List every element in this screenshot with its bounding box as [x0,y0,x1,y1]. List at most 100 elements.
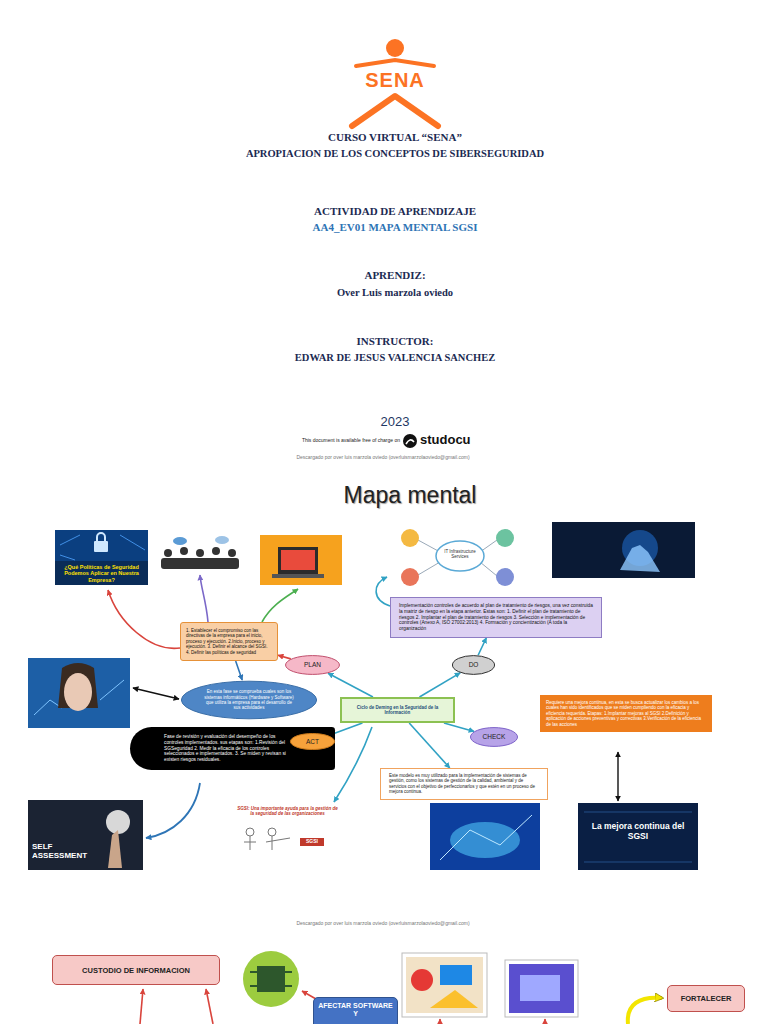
phase-ellipse: DO [452,655,495,675]
sketch-figure [268,828,276,836]
phase-box: 1. Establecer el compromiso con las dire… [180,622,278,661]
grid-lines [584,812,692,862]
infographic-center [436,541,484,571]
activity-code: AA4_EV01 MAPA MENTAL SGSI [190,221,600,234]
leader-arrow [334,727,372,802]
leader-arrow [439,1019,441,1024]
studocu-icon [403,434,417,448]
year: 2023 [345,415,445,430]
sgsi-sketch [232,805,343,855]
connector [236,661,243,680]
course-heading: APROPIACION DE LOS CONCEPTOS DE SIBERSEG… [170,148,620,160]
diagram-title: Mapa mental [290,482,530,508]
field-heading: INSTRUCTOR: [190,335,600,348]
ellipse-shape [181,681,316,719]
node-text: CUSTODIO DE INFORMACION [59,966,213,975]
leader-arrow [544,1019,546,1024]
picture-shape [440,965,472,985]
connector [328,673,373,697]
leader-arrow [146,783,200,838]
connector [278,655,291,659]
leader-arrow [262,589,298,622]
speech-bubble [215,536,229,544]
picture-shape [430,990,478,1008]
field-heading: APRENDIZ: [190,269,600,282]
logo-wordmark: SENA [345,69,445,92]
download-notice: Descargado por over luis marzola oviedo … [180,455,586,461]
node-text: ACT [294,738,331,746]
team-picture [155,535,245,570]
infographic-bubble [496,568,514,586]
phase-ellipse: ACT [290,733,335,750]
continuous-improvement-photo [578,803,698,870]
picture-frame [505,960,578,1017]
course-heading: CURSO VIRTUAL “SENA” [190,131,600,144]
woman-photo [28,658,130,728]
people-bodies [161,558,239,569]
phase-ellipse: PLAN [285,655,340,675]
caption-band [55,561,148,585]
infographic-bubble [401,529,419,547]
hand-shape [620,545,660,572]
picture-frame [402,953,487,1017]
colorful-picture [406,957,483,1013]
digital-hand-photo [552,522,695,578]
picture-caption: SELF ASSESSMENT [32,842,94,860]
sketch-figure [246,828,254,836]
brand-name: studocu [420,433,490,448]
note-box: Este modelo es muy utilizado para la imp… [380,768,548,800]
person-head [228,549,236,557]
ellipse-shape [470,728,517,747]
laptop-picture [260,535,342,585]
download-notice: Descargado por over luis marzola oviedo … [180,921,586,927]
leader-arrow [376,577,390,606]
topic-box: FORTALECER [667,985,745,1012]
person-head [180,547,188,555]
connector [419,673,460,697]
laptop-screen-frame [278,547,318,574]
leader-arrow [133,688,179,699]
picture-caption: ¿Qué Políticas de Seguridad Podemos Apli… [57,564,146,583]
logo-head [386,39,404,57]
student-name: Over Luis marzola oviedo [190,287,600,299]
node-text: AFECTAR SOFTWARE Y [318,1002,393,1019]
picture-shape [520,975,560,1001]
connector [409,723,450,768]
phase-box: Implementación controles de acuerdo al p… [390,597,602,638]
sketch-figure [244,836,290,850]
node-text: 1. Establecer el compromiso con las dire… [186,628,272,655]
picture-caption: La mejora continua del SGSI [588,822,688,842]
person-head [212,547,220,555]
node-text: CHECK [474,733,514,741]
laptop-screen [281,550,315,570]
infographic-links [418,540,497,576]
circuit-picture [243,951,299,1007]
logo-legs [352,96,438,126]
node-text: PLAN [289,661,336,669]
finger [108,830,122,868]
speech-bubble [173,537,187,545]
node-text: En esta fase se comprueba cuales son los… [202,689,296,711]
chip [257,966,285,992]
node-text: Implementación controles de acuerdo al p… [399,603,593,632]
central-topic: Ciclo de Deming en la Seguridad de la In… [340,697,455,723]
leader-arrow [206,989,213,1024]
node-text: FORTALECER [672,994,740,1003]
self-assessment-photo [28,800,143,870]
topic-box: CUSTODIO DE INFORMACION [52,955,220,985]
person-head [164,549,172,557]
security-photo [55,530,148,585]
ellipse-shape [286,656,340,675]
node-text: Este modelo es muy utilizado para la imp… [389,773,539,795]
curved-arrow [628,998,662,1024]
laptop-base [272,574,324,578]
node-text: Ciclo de Deming en la Seguridad de la In… [348,705,447,716]
digital-photo [430,803,540,870]
circuit-lines [60,535,145,560]
picture-caption: SGSI: Una importante ayuda para la gesti… [235,806,340,816]
picture-caption: IT Infrastructure Services [440,549,480,559]
leader-arrow [140,989,143,1024]
ellipse-shape [290,734,334,750]
ellipse-shape [452,656,494,675]
